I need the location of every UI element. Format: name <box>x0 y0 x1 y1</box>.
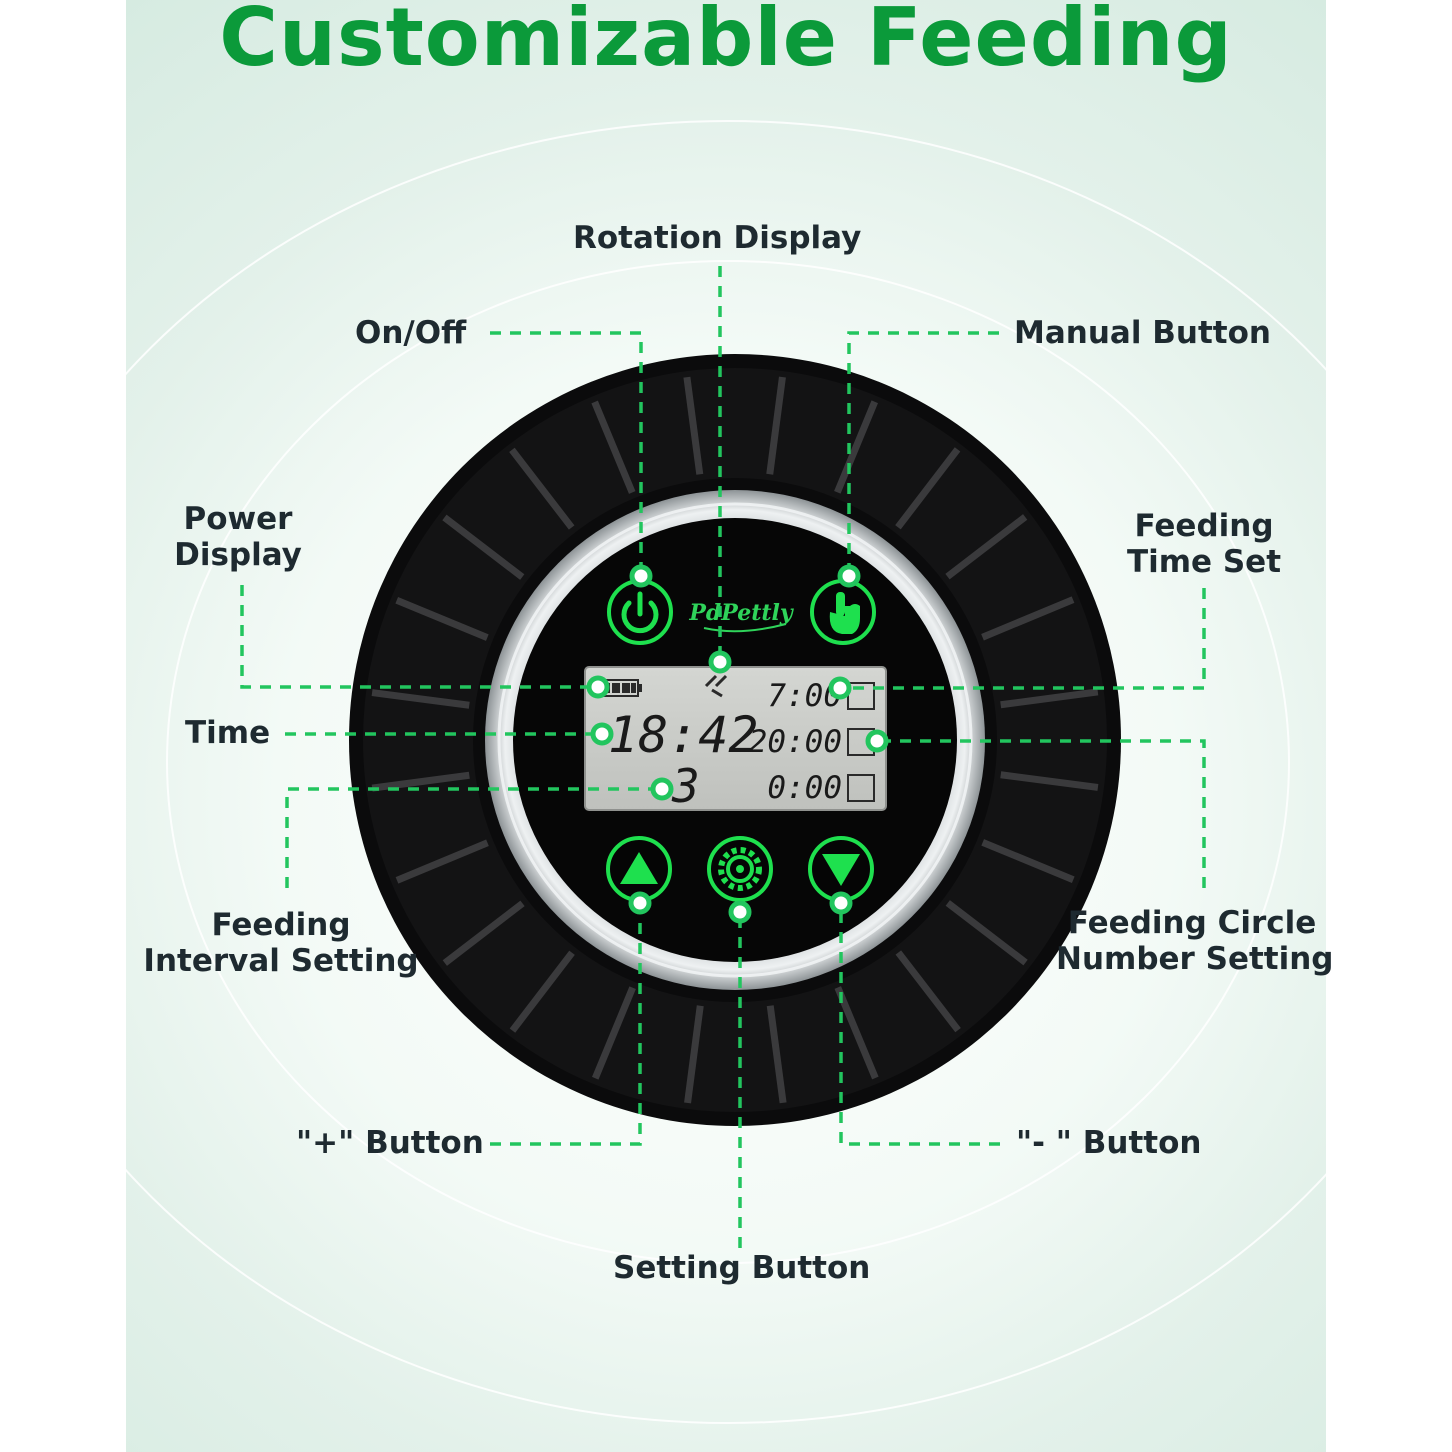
lid-segments <box>371 376 1099 1104</box>
lid-rib <box>395 597 489 641</box>
lid-rib <box>945 514 1028 580</box>
lid-rib <box>1000 688 1099 709</box>
lcd-schedule-3: 0:00 <box>767 770 842 806</box>
setting-button[interactable] <box>707 836 773 902</box>
minus-button[interactable] <box>808 836 874 902</box>
lid-rib <box>834 400 878 494</box>
label-plus-button: "+" Button <box>296 1125 484 1161</box>
label-power-display: Power Display <box>174 501 302 573</box>
lid-rib <box>395 839 489 884</box>
brand-logo: PdPettly <box>688 600 795 626</box>
down-triangle-icon <box>822 854 860 886</box>
label-on-off: On/Off <box>355 315 467 351</box>
plus-button[interactable] <box>606 836 672 902</box>
lcd-time: 18:42 <box>608 706 759 764</box>
lid-rib <box>684 1005 704 1104</box>
label-rotation-display: Rotation Display <box>573 220 862 256</box>
manual-button[interactable] <box>810 579 876 645</box>
marker-dots <box>586 564 889 924</box>
label-manual-button: Manual Button <box>1014 315 1271 351</box>
lid-rib <box>945 900 1028 966</box>
leader-plus-button <box>490 903 642 1146</box>
lid-rib <box>371 771 470 792</box>
lid-rib <box>981 839 1075 883</box>
label-setting-button: Setting Button <box>613 1250 871 1286</box>
lid-rib <box>766 376 786 475</box>
lid-rib <box>895 447 961 530</box>
lid-rib <box>834 986 879 1080</box>
leader-feeding-time-set <box>840 588 1206 690</box>
lid-rib <box>442 514 525 580</box>
leader-on-off <box>490 331 643 576</box>
leader-lines <box>240 266 1206 1248</box>
hand-pointer-icon <box>829 592 860 634</box>
lid-rib <box>981 596 1075 641</box>
lid-rib <box>592 986 636 1080</box>
lid-rib <box>442 900 525 966</box>
page-title: Customizable Feeding <box>219 0 1233 84</box>
power-icon <box>621 591 659 634</box>
lid-rib <box>509 950 575 1033</box>
lid-rib <box>371 689 470 709</box>
lcd-schedule-2: 20:00 <box>749 724 842 760</box>
lid-rib <box>766 1005 787 1104</box>
lid-rib <box>895 950 961 1033</box>
leader-manual-button <box>847 331 999 576</box>
leader-feeding-circle-number <box>877 739 1206 888</box>
label-time: Time <box>185 715 271 751</box>
gear-icon <box>718 847 762 891</box>
label-feeding-interval-setting: Feeding Interval Setting <box>143 907 419 979</box>
rotation-icon <box>704 674 728 698</box>
lcd-interval: 3 <box>671 759 700 813</box>
leader-power-display <box>240 585 598 689</box>
background-ring <box>126 120 1326 1424</box>
leader-feeding-interval <box>285 787 662 888</box>
lid-rib <box>509 447 575 530</box>
lid-rib <box>1000 771 1099 791</box>
up-triangle-icon <box>620 852 658 884</box>
lid-rib <box>591 400 636 494</box>
lid-rib <box>683 376 704 475</box>
on-off-button[interactable] <box>607 579 673 645</box>
label-feeding-circle-number-setting: Feeding Circle Number Setting <box>1056 905 1334 977</box>
label-minus-button: "- " Button <box>1016 1125 1202 1161</box>
label-feeding-time-set: Feeding Time Set <box>1126 508 1282 580</box>
background-ring <box>166 260 1290 1264</box>
lcd-screen: 18:42 3 7:00 20:00 0:00 <box>584 666 887 813</box>
schedule-checkbox <box>847 774 875 802</box>
